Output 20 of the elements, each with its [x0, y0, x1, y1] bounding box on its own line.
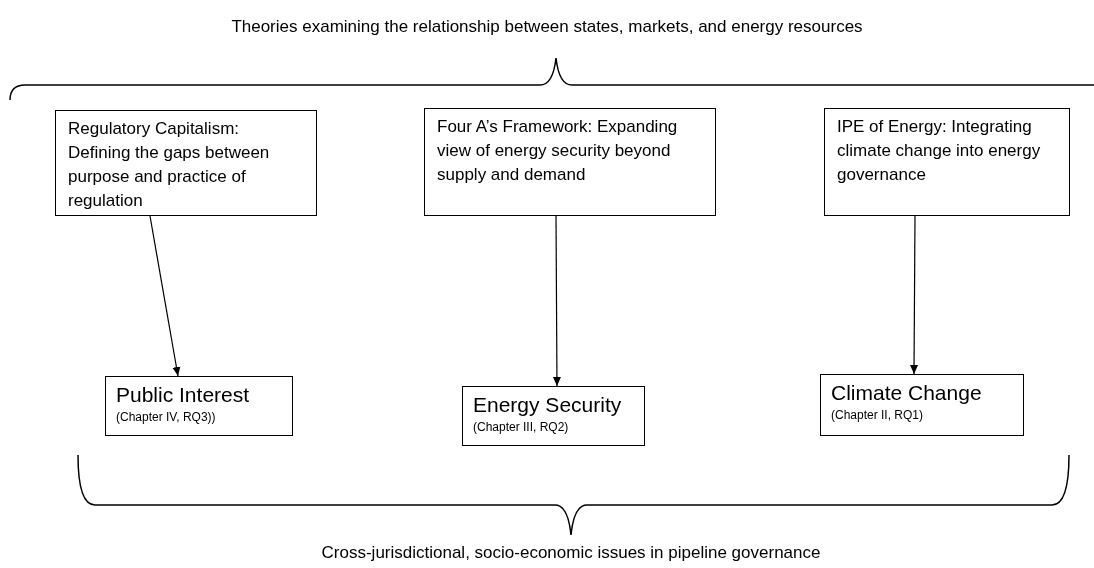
theory-text: Regulatory Capitalism: Defining the gaps between purpose and practice of regulation: [68, 118, 271, 212]
topic-box: [820, 374, 1024, 436]
topic-box: [462, 386, 645, 446]
theory-box: [424, 108, 716, 216]
chapter-reference: (Chapter III, RQ2): [473, 419, 570, 435]
arrow: [910, 215, 919, 375]
theory-text: Four A’s Framework: Expanding view of energy security beyond supply and demand: [437, 116, 679, 186]
chapter-reference: (Chapter II, RQ1): [831, 407, 925, 423]
chapter-reference: (Chapter IV, RQ3)): [116, 409, 217, 425]
theory-box: [824, 108, 1070, 216]
theory-text: IPE of Energy: Integrating climate change into energy governance: [837, 116, 1042, 186]
theory-box: [55, 110, 317, 216]
diagram-title: Theories examining the relationship between states, markets, and energy resources: [230, 16, 864, 38]
diagram-caption: Cross-jurisdictional, socio-economic issues in pipeline governance: [320, 542, 822, 564]
arrow: [149, 215, 181, 377]
topic-title: Public Interest: [116, 382, 251, 408]
topic-box: [105, 376, 293, 436]
topic-title: Climate Change: [831, 380, 983, 406]
topic-title: Energy Security: [473, 392, 623, 418]
arrow: [552, 215, 561, 387]
